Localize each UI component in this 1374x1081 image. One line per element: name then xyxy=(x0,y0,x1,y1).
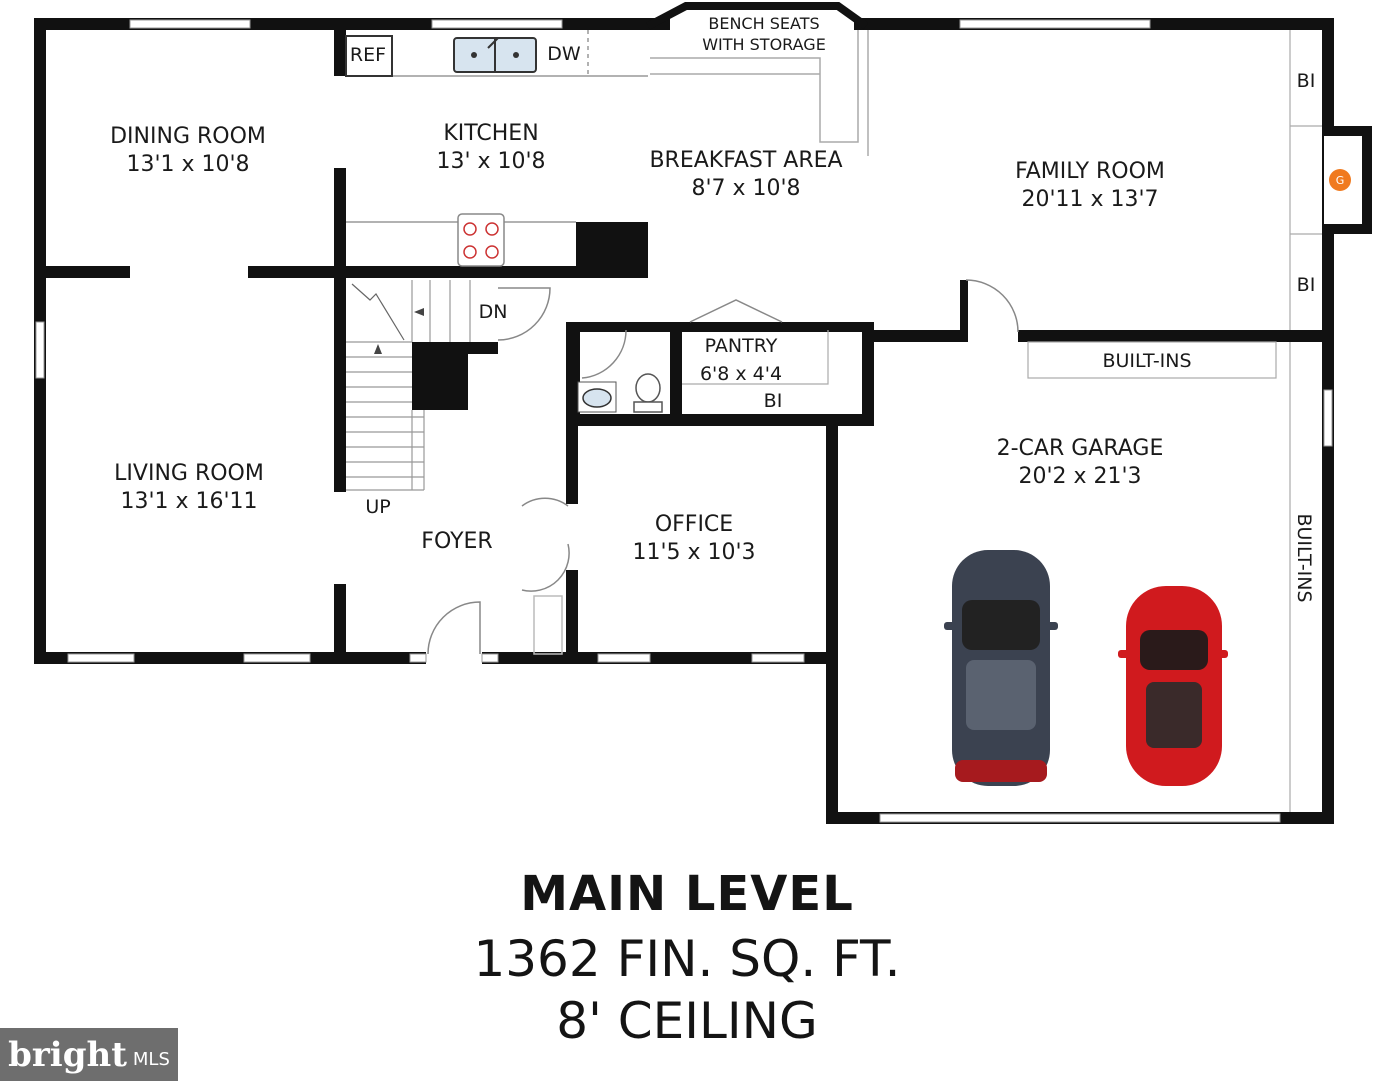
bi-label-family-top: BI xyxy=(1297,70,1316,92)
office-size: 11'5 x 10'3 xyxy=(632,540,755,565)
stairs-down-label: DN xyxy=(479,301,508,323)
built-ins-label-garage-side: BUILT-INS xyxy=(1293,513,1315,602)
bench-seats-inner xyxy=(650,30,869,156)
pantry-name: PANTRY xyxy=(705,335,778,357)
doors xyxy=(427,279,1019,655)
sink-icon xyxy=(453,37,537,73)
kitchen-size: 13' x 10'8 xyxy=(436,149,545,174)
bench-seats-label-line1: BENCH SEATS xyxy=(708,14,819,33)
plan-ceiling-height: 8' CEILING xyxy=(556,992,818,1050)
stairs-up-label: UP xyxy=(365,496,390,518)
toilet-icon xyxy=(633,373,663,413)
cooktop-icon xyxy=(457,213,505,267)
garage-name: 2-CAR GARAGE xyxy=(997,436,1164,461)
garage-size: 20'2 x 21'3 xyxy=(1018,464,1141,489)
plan-square-footage: 1362 FIN. SQ. FT. xyxy=(473,930,901,988)
ref-label: REF xyxy=(350,44,386,66)
windows xyxy=(35,19,1333,823)
built-ins-label-garage-top: BUILT-INS xyxy=(1102,350,1191,372)
stair-up-arrow xyxy=(374,308,424,354)
built-in-outlines xyxy=(682,30,1322,812)
kitchen-name: KITCHEN xyxy=(443,121,538,146)
family-room-name: FAMILY ROOM xyxy=(1015,159,1165,184)
foyer-name: FOYER xyxy=(421,529,492,554)
bench-seats-label-line2: WITH STORAGE xyxy=(702,35,826,54)
gray-car-icon xyxy=(944,550,1058,786)
dining-room-name: DINING ROOM xyxy=(110,124,266,149)
fireplace-icon: G xyxy=(1324,136,1362,224)
plan-title: MAIN LEVEL xyxy=(520,866,854,922)
bright-mls-watermark: bright MLS xyxy=(0,1028,178,1081)
watermark-brand: bright xyxy=(8,1034,127,1075)
fireplace-gas-label: G xyxy=(1336,174,1345,187)
watermark-mls: MLS xyxy=(132,1049,170,1070)
red-car-icon xyxy=(1118,586,1228,786)
dining-room-size: 13'1 x 10'8 xyxy=(126,152,249,177)
office-name: OFFICE xyxy=(655,512,733,537)
stairs xyxy=(346,280,471,491)
living-room-name: LIVING ROOM xyxy=(114,461,264,486)
living-room-size: 13'1 x 16'11 xyxy=(120,489,257,514)
powder-sink-icon xyxy=(577,381,617,413)
dw-label: DW xyxy=(547,43,581,65)
pantry-size: 6'8 x 4'4 xyxy=(700,363,782,385)
breakfast-area-size: 8'7 x 10'8 xyxy=(691,176,800,201)
breakfast-area-name: BREAKFAST AREA xyxy=(649,148,842,173)
bench-seats-bay xyxy=(646,1,869,30)
family-room-size: 20'11 x 13'7 xyxy=(1021,187,1158,212)
bi-label-family-bottom: BI xyxy=(1297,274,1316,296)
bi-label-pantry: BI xyxy=(764,390,783,412)
